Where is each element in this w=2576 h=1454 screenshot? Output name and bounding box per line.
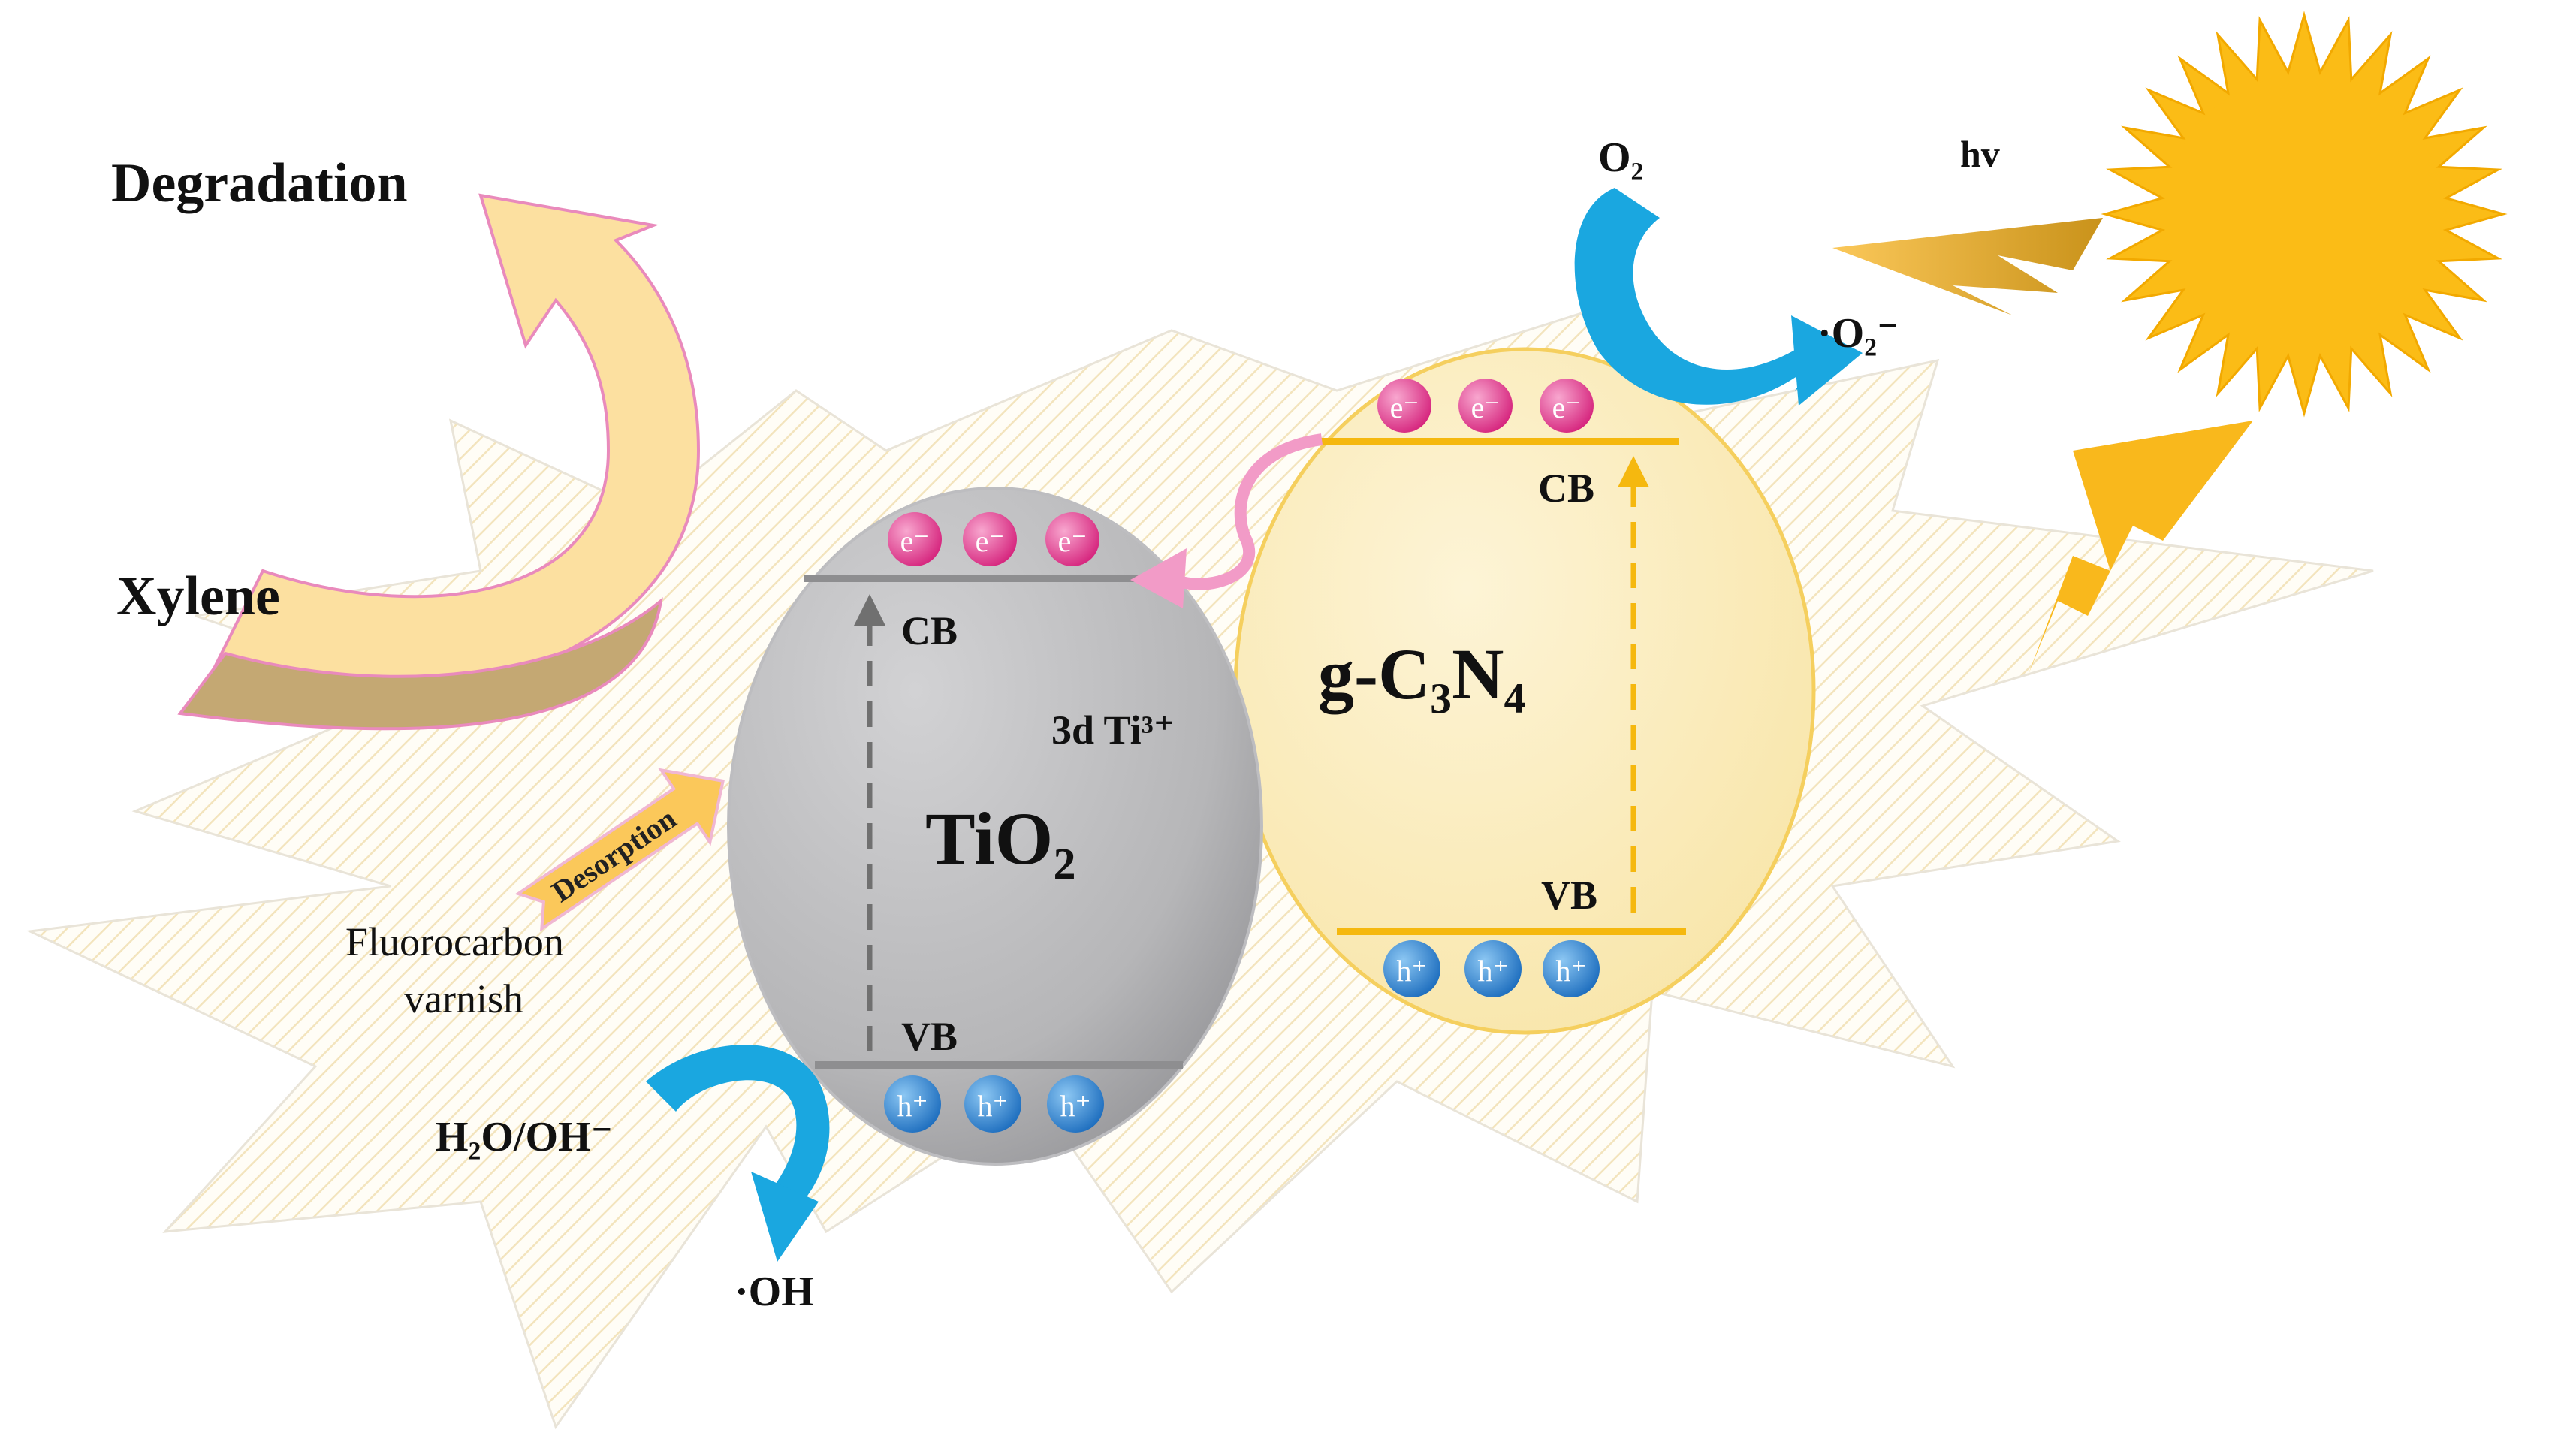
xylene-label: Xylene [116, 566, 280, 627]
hole: h⁺ [1047, 1075, 1104, 1133]
tio2-label: TiO₂ [925, 797, 1075, 880]
electron: e⁻ [1045, 512, 1099, 566]
svg-text:e⁻: e⁻ [1390, 391, 1419, 424]
ti3-label: 3d Ti³⁺ [1051, 707, 1175, 753]
gc3n4-holes: h⁺ h⁺ h⁺ [1383, 940, 1600, 997]
electron: e⁻ [963, 512, 1017, 566]
gc3n4-cb-label: CB [1538, 466, 1594, 511]
svg-text:e⁻: e⁻ [1471, 391, 1501, 424]
hole: h⁺ [1464, 940, 1522, 997]
o2-reduction-arrow [1574, 188, 1863, 406]
water-oxidation-arrow [646, 1045, 830, 1262]
gc3n4-electrons: e⁻ e⁻ e⁻ [1377, 379, 1594, 433]
svg-text:h⁺: h⁺ [977, 1089, 1008, 1123]
electron-transfer-arrow [1130, 433, 1323, 608]
tio2-vb-label: VB [901, 1014, 958, 1059]
svg-text:e⁻: e⁻ [1058, 524, 1087, 558]
gc3n4-vb-label: VB [1541, 873, 1597, 918]
degradation-label: Degradation [111, 152, 408, 214]
varnish-label: varnish [404, 976, 523, 1021]
svg-text:h⁺: h⁺ [1477, 954, 1508, 988]
h2o-oh-label: H₂O/OH⁻ [436, 1114, 613, 1160]
svg-text:e⁻: e⁻ [1552, 391, 1582, 424]
hole: h⁺ [1543, 940, 1600, 997]
electron: e⁻ [888, 512, 942, 566]
svg-text:e⁻: e⁻ [976, 524, 1005, 558]
hole: h⁺ [884, 1075, 941, 1133]
hole: h⁺ [964, 1075, 1021, 1133]
tio2-electrons: e⁻ e⁻ e⁻ [888, 512, 1099, 566]
tio2-cb-label: CB [901, 608, 958, 653]
superoxide-label: ·O₂⁻ [1817, 310, 1899, 357]
sun-icon [2101, 11, 2508, 418]
hydroxyl-radical-label: ·OH [734, 1268, 814, 1315]
svg-text:h⁺: h⁺ [1555, 954, 1586, 988]
lightning-bolt-icon [1832, 218, 2103, 315]
svg-text:e⁻: e⁻ [900, 524, 930, 558]
svg-text:h⁺: h⁺ [1396, 954, 1427, 988]
tio2-holes: h⁺ h⁺ h⁺ [884, 1075, 1104, 1133]
gc3n4-label: g-C₃N₄ [1318, 634, 1525, 714]
fluorocarbon-label: Fluorocarbon [345, 919, 564, 964]
lightning-bolt-icon [2028, 421, 2253, 676]
svg-text:h⁺: h⁺ [1060, 1089, 1090, 1123]
electron: e⁻ [1458, 379, 1513, 433]
xylene-arrow [177, 597, 663, 731]
svg-text:h⁺: h⁺ [897, 1089, 928, 1123]
hv-label: hv [1960, 133, 2000, 175]
oxygen-label: O₂ [1598, 134, 1643, 181]
electron: e⁻ [1540, 379, 1594, 433]
electron: e⁻ [1377, 379, 1431, 433]
hole: h⁺ [1383, 940, 1440, 997]
tio2-particle [727, 487, 1263, 1166]
